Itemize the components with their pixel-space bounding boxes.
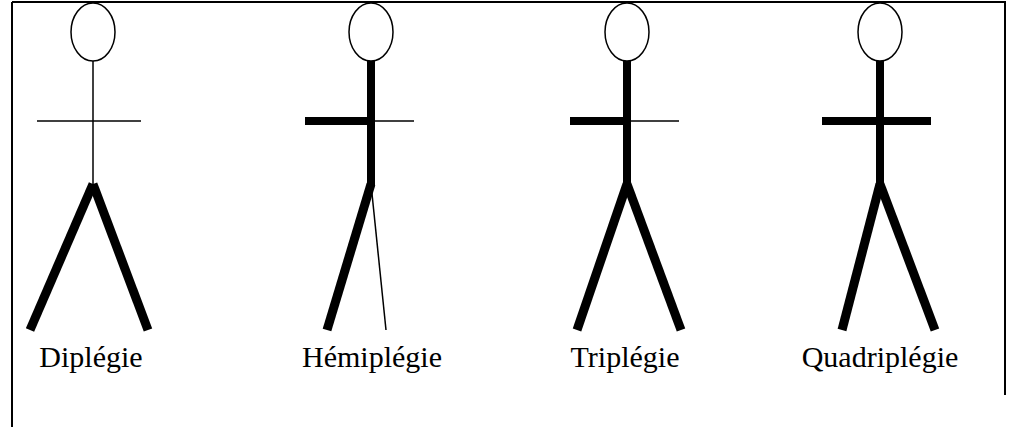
triplegia-figure [570,3,681,330]
frame-line [12,1,1006,3]
hemiplegia-figure [305,3,414,330]
quadriplegia-figure [822,3,935,330]
figure-label: Triplégie [571,340,680,373]
figure-label: Diplégie [39,340,142,373]
frame-line [1004,2,1006,395]
frame-line [11,2,13,427]
figure-label: Hémiplégie [302,340,442,373]
figure-label: Quadriplégie [802,340,959,373]
diplegia-figure [30,3,148,330]
